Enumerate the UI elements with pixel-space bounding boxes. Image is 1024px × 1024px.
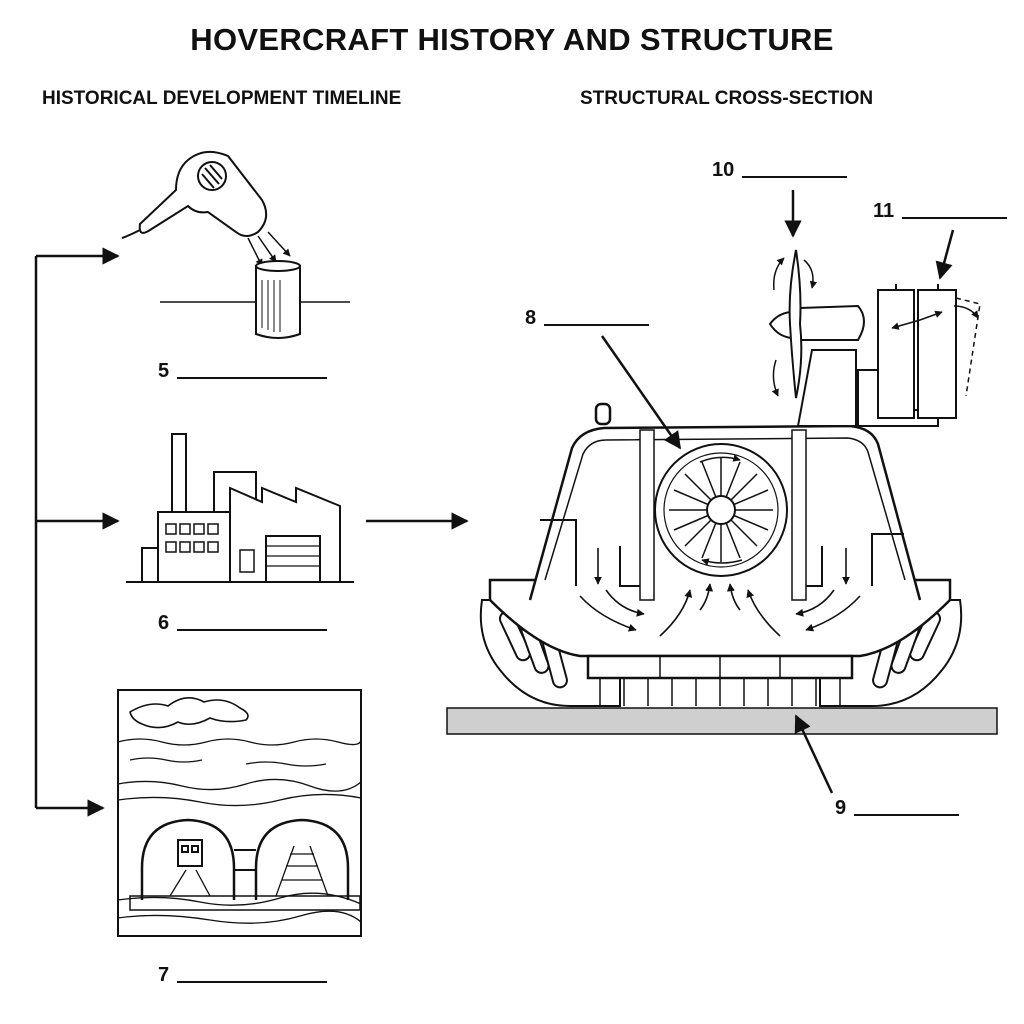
hair-dryer-icon [121,150,291,267]
blank-label-7[interactable]: 7 [158,964,328,987]
factory-icon [126,433,354,583]
tin-can-icon [160,260,350,339]
cross-section-heading: STRUCTURAL CROSS-SECTION [580,88,874,109]
diagram-title: HOVERCRAFT HISTORY AND STRUCTURE [190,22,834,57]
rudder-icon [857,284,981,427]
label-number-8: 8 [525,307,537,329]
ground-surface [446,707,998,735]
blank-label-10[interactable]: 10 [712,159,848,182]
label-number-7: 7 [158,964,170,986]
blank-label-11[interactable]: 11 [873,200,1008,223]
hovercraft-icon [479,402,963,707]
label-number-9: 9 [835,797,847,819]
lift-fan-icon [654,443,788,577]
blank-label-6[interactable]: 6 [158,612,328,635]
propeller-icon [768,249,865,427]
timeline-heading: HISTORICAL DEVELOPMENT TIMELINE [42,88,402,109]
label-number-5: 5 [158,360,170,382]
label-number-6: 6 [158,612,170,634]
label-number-10: 10 [712,159,735,181]
blank-label-8[interactable]: 8 [525,307,650,330]
blank-label-9[interactable]: 9 [835,797,960,820]
channel-tunnel-icon [117,689,362,937]
leader-arrows [600,190,955,794]
timeline-bracket [34,247,469,817]
label-number-11: 11 [873,200,895,222]
blank-label-5[interactable]: 5 [158,360,328,383]
